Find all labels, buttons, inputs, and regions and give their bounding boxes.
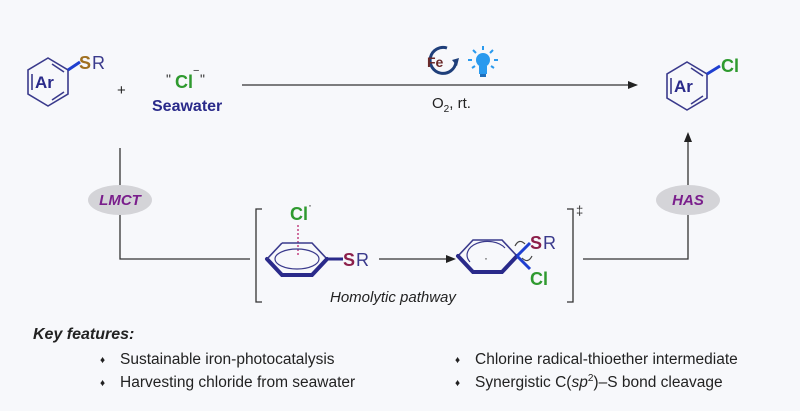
bullet-icon: ♦ <box>100 378 105 389</box>
product-ar-label: Ar <box>674 77 693 96</box>
main-reaction-arrow <box>242 81 638 89</box>
lmct-oval <box>88 185 152 215</box>
bullet-icon: ♦ <box>100 355 105 366</box>
chloride-source: " Cl − " Seawater <box>152 65 222 115</box>
int2-radical-dot: · <box>484 251 488 265</box>
bullet-icon: ♦ <box>455 355 460 366</box>
pathway-label: Homolytic pathway <box>330 289 457 306</box>
fe-catalyst-icon: Fe <box>427 45 459 75</box>
product-c-cl-bond <box>706 64 721 76</box>
feature-item: ♦ Sustainable iron-photocatalysis <box>100 351 335 368</box>
fe-label: Fe <box>427 54 444 70</box>
ts-bracket-right <box>567 208 574 303</box>
product-arene: Ar Cl <box>666 56 739 111</box>
reactant-inner-bond <box>51 63 65 73</box>
int2-c-s-bond <box>515 241 532 258</box>
product-inner-bond <box>690 95 704 105</box>
feature-text: Harvesting chloride from seawater <box>120 374 355 391</box>
lmct-label: LMCT <box>99 192 142 209</box>
int2-ring-front <box>456 254 519 274</box>
int2-curly-arrow <box>514 240 533 262</box>
reactant-r-group: R <box>92 53 105 73</box>
has-label: HAS <box>672 192 704 209</box>
chloride-quote-close: " <box>200 71 205 87</box>
chloride-quote-open: " <box>166 71 171 87</box>
intermediate-sigma-complex: · S R Cl <box>456 233 556 289</box>
product-inner-bond <box>690 67 704 77</box>
int1-sulfur: S <box>343 250 355 270</box>
feature-text: Chlorine radical-thioether intermediate <box>475 351 738 368</box>
arrowhead <box>628 81 638 89</box>
int2-sulfur: S <box>530 233 542 253</box>
plus-sign: + <box>117 82 126 99</box>
int1-chlorine: Cl <box>290 204 308 224</box>
int2-c-cl-bond <box>515 254 532 271</box>
product-chlorine: Cl <box>721 56 739 76</box>
mechanism-path-right <box>583 140 689 260</box>
intermediate-pi-complex: Cl · S R <box>265 198 369 277</box>
feature-item: ♦ Harvesting chloride from seawater <box>100 374 355 391</box>
conditions-text: O2, rt. <box>432 95 471 115</box>
feature-item: ♦ Synergistic C(sp2)–S bond cleavage <box>455 373 723 391</box>
reactant-sulfur: S <box>79 53 91 73</box>
int1-radical-dot: · <box>308 198 312 212</box>
features-title: Key features: <box>33 326 134 343</box>
feature-item: ♦ Chlorine radical-thioether intermediat… <box>455 351 738 368</box>
intermediate-arrowhead <box>446 255 456 263</box>
reactant-arene: Ar S R <box>27 53 105 107</box>
int1-ring-left <box>266 242 283 260</box>
reactant-ar-label: Ar <box>35 73 54 92</box>
has-arrowhead <box>684 132 692 142</box>
ts-double-dagger: ‡ <box>576 203 583 218</box>
chloride-symbol: Cl <box>175 72 193 92</box>
int1-ring-back <box>282 242 328 260</box>
int1-aromatic-circle <box>274 248 320 270</box>
int2-radical-arc <box>466 240 506 263</box>
int2-r-group: R <box>543 233 556 253</box>
light-bulb-icon <box>468 46 498 77</box>
feature-text: Sustainable iron-photocatalysis <box>120 351 335 368</box>
bullet-icon: ♦ <box>455 378 460 389</box>
reactant-c-s-bond <box>67 60 81 72</box>
int1-ring-front <box>265 257 329 277</box>
ts-bracket-left <box>255 208 262 303</box>
int2-ring-top <box>457 239 518 257</box>
int1-r-group: R <box>356 250 369 270</box>
int2-chlorine: Cl <box>530 269 548 289</box>
feature-text: Synergistic C(sp2)–S bond cleavage <box>475 373 723 391</box>
seawater-label: Seawater <box>152 98 222 115</box>
reactant-inner-bond <box>51 91 65 101</box>
has-oval <box>656 185 720 215</box>
chloride-charge: − <box>193 65 199 77</box>
